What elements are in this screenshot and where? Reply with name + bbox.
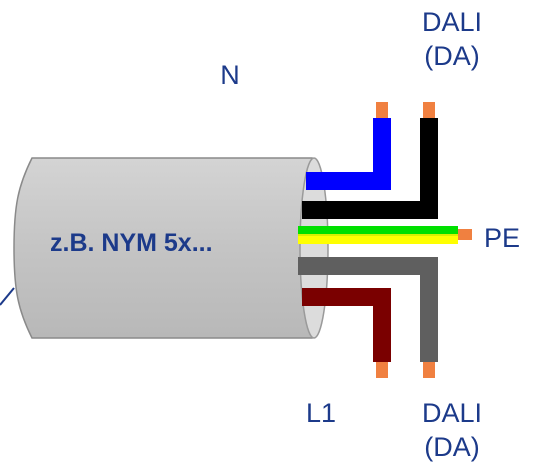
cable-label: z.B. NYM 5x... [50,229,213,257]
wire-n-tip [376,102,388,118]
wire-pe-yellow [298,234,458,244]
wire-n [306,118,391,190]
label-da-top-line1: DALI [421,7,483,37]
label-l1: L1 [305,398,337,428]
wire-l1-tip [376,362,388,378]
wire-da-bottom-tip [423,362,435,378]
wire-l1 [302,288,391,362]
label-da-top-line2: (DA) [424,41,480,71]
cable-sheath [13,157,313,339]
leader-line [0,287,15,306]
wire-pe-tip [458,229,472,240]
label-da-bottom-line2: (DA) [424,432,480,462]
wire-da-top [302,118,438,219]
wire-pe-green [298,226,458,236]
wire-da-top-tip [423,102,435,118]
label-da-bottom: DALI (DA) [412,396,492,464]
wire-da-bottom [298,257,438,362]
label-da-top: DALI (DA) [412,5,492,73]
label-da-bottom-line1: DALI [421,398,483,428]
label-n: N [220,60,240,90]
label-pe: PE [484,223,521,253]
